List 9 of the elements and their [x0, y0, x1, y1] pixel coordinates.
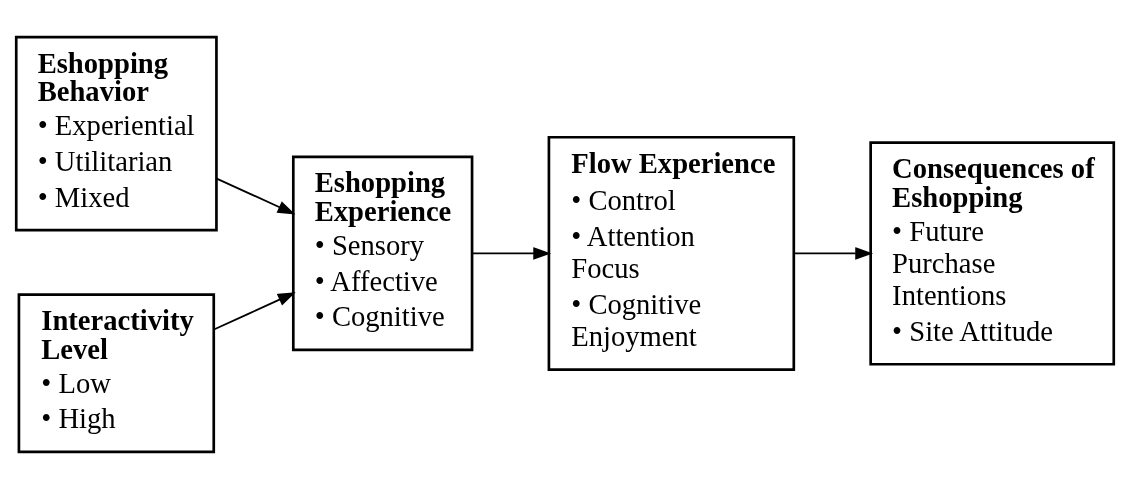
arrow [471, 247, 552, 260]
node-box: Eshopping Experience • Sensory • Affective • Cognitive [291, 155, 474, 352]
node-box: Flow Experience • Control • Attention Focus • Cognitive Enjoyment [547, 135, 796, 371]
node-box: Consequences of Eshopping • Future Purchase Intentions • Site Attitude [869, 141, 1116, 366]
node-box: Eshopping Behavior • Experiential • Utilitarian • Mixed [14, 35, 218, 232]
arrow [793, 247, 874, 260]
arrow [213, 292, 296, 331]
node-box: Interactivity Level • Low • High [17, 293, 216, 454]
arrow [215, 177, 296, 215]
